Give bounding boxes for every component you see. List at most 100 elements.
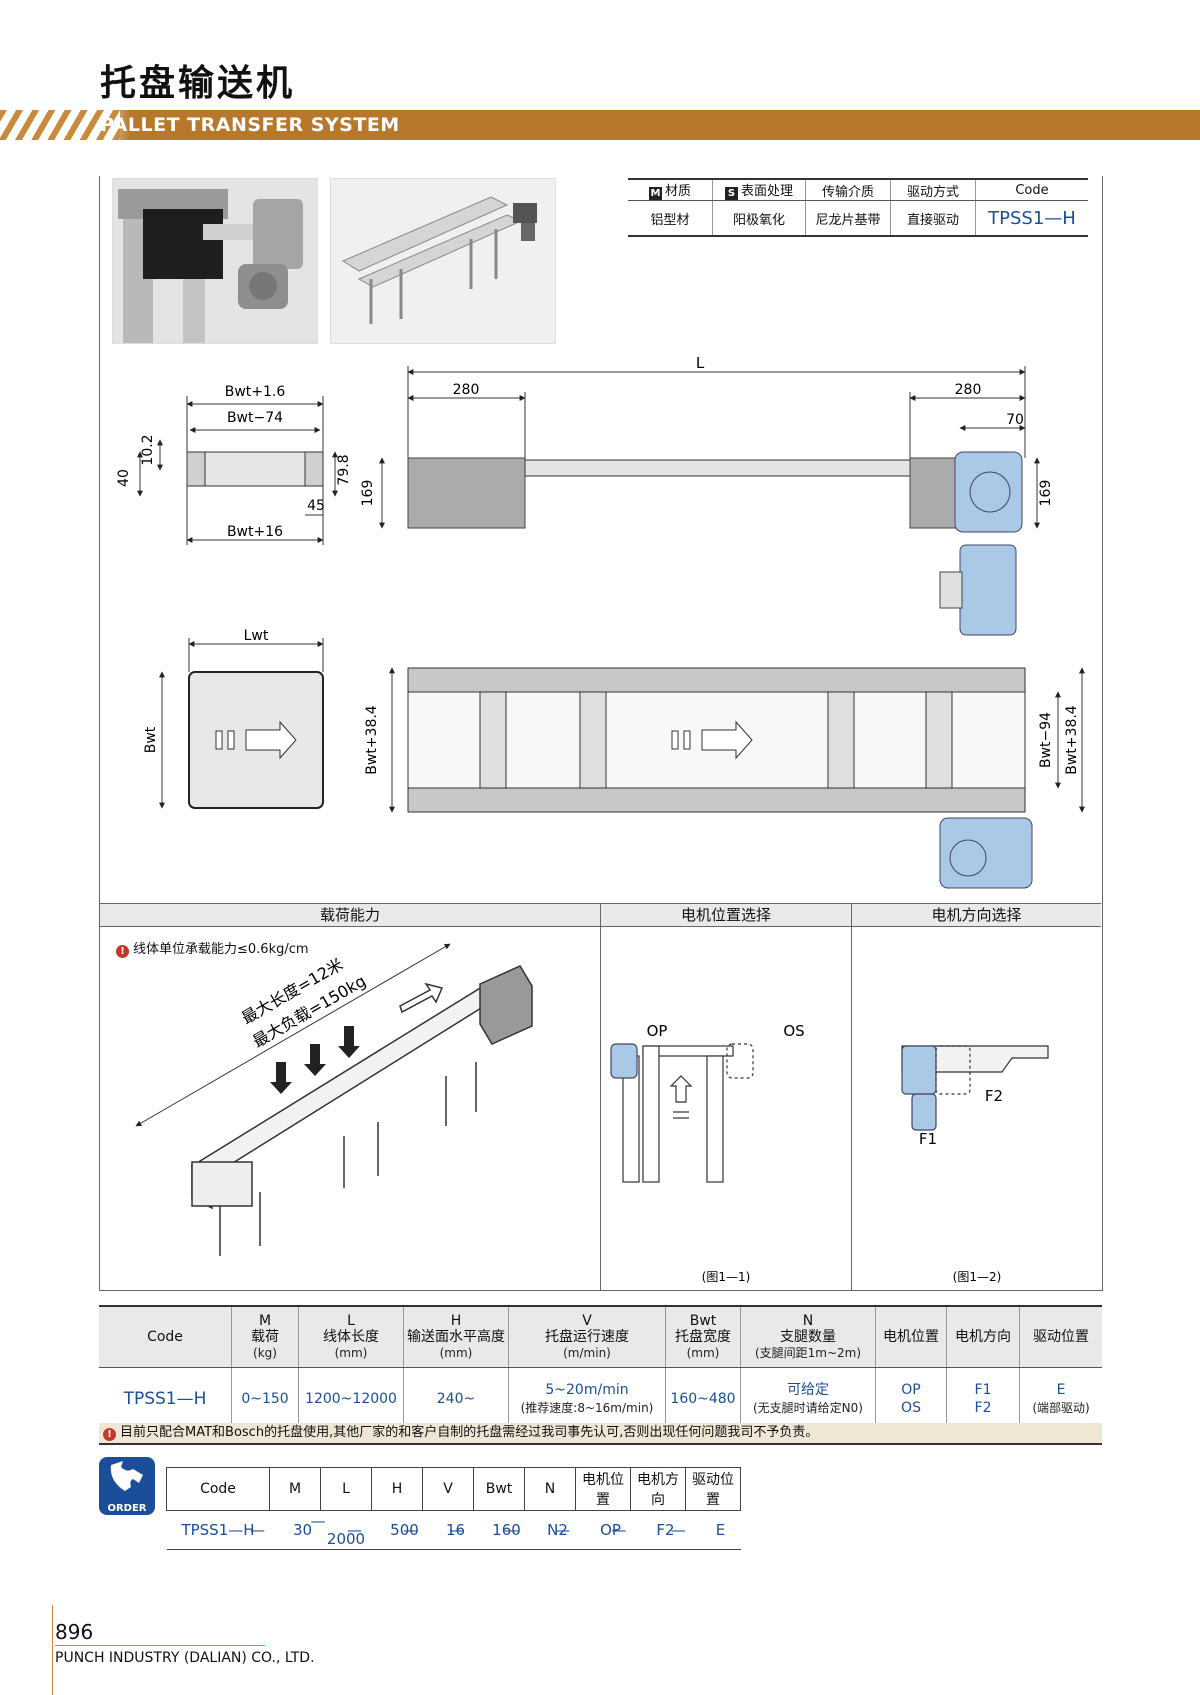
order-header-7: 电机位置 [575,1467,631,1511]
dim-bwt-38-4-right: Bwt+38.4 [1064,705,1080,775]
dim-bwt-74: Bwt−74 [227,410,283,426]
order-header-8: 电机方向 [630,1467,686,1511]
spec-value-material: 铝型材 [628,200,713,237]
company-name: PUNCH INDUSTRY (DALIAN) CO., LTD. [55,1650,315,1666]
warning-icon: ! [103,1428,116,1441]
photo-motor-closeup [112,178,318,344]
main-header-7: 电机位置 [875,1305,947,1368]
dim-bwt-94: Bwt−94 [1038,712,1054,768]
row-l: 1200~12000 [298,1367,404,1432]
motor-f1-label: F1 [919,1130,937,1148]
section-motor-pos-header: 电机位置选择 [601,903,851,927]
order-header-1: M [269,1467,321,1511]
dim-79-8: 79.8 [336,454,352,485]
page-number: 896 [55,1620,94,1644]
order-value-1: —30 [250,1510,321,1550]
main-header-9: 驱动位置 [1019,1305,1102,1368]
order-header-2: L [320,1467,372,1511]
row-bwt: 160~480 [665,1367,741,1432]
motor-position-diagram: OP OS (图1—1) [610,1022,805,1284]
main-header-0: Code [99,1305,232,1368]
row-v: 5~20m/min(推荐速度:8~16m/min) [508,1367,666,1432]
motor-op-label: OP [647,1022,668,1040]
page-subtitle: PALLET TRANSFER SYSTEM [100,114,400,136]
dim-280-left: 280 [453,382,480,398]
divider [851,903,852,1290]
technical-drawings: Bwt+1.6 Bwt−74 Bwt+16 40 10.2 79.8 45 L … [116,354,1085,889]
dim-bwt-16: Bwt+16 [227,524,283,540]
row-code: TPSS1—H [99,1367,232,1432]
dim-bwt: Bwt [143,726,159,753]
spec-value-surface: 阳极氧化 [712,200,806,237]
order-header-0: Code [166,1467,270,1511]
order-header-9: 驱动位置 [685,1467,741,1511]
order-value-7: —OP [555,1510,631,1550]
order-value-4: —16 [403,1510,474,1550]
dim-169-right: 169 [1038,480,1054,507]
disclaimer-note: !目前只配合MAT和Bosch的托盘使用,其他厂家的和客户自制的托盘需经过我司事… [99,1423,1102,1445]
dim-10-2: 10.2 [140,434,156,465]
spec-header-drive: 驱动方式 [890,178,976,201]
dim-45: 45 [307,498,325,514]
header-stripes [0,110,120,140]
surface-icon: S [724,187,738,200]
dim-169-left: 169 [360,480,376,507]
dim-40: 40 [116,469,132,487]
dim-L: L [696,354,705,372]
dim-lwt: Lwt [244,628,269,644]
divider [600,903,601,1290]
motor-f2-label: F2 [985,1087,1003,1105]
spec-value-code: TPSS1—H [975,200,1088,237]
order-header-5: Bwt [473,1467,525,1511]
photo-conveyor-overview [330,178,556,344]
order-header-4: V [422,1467,474,1511]
spec-header-code: Code [975,178,1088,201]
content-frame [99,176,1103,1291]
main-header-8: 电机方向 [946,1305,1020,1368]
material-icon: M [648,187,662,200]
dim-70: 70 [1006,412,1024,428]
dim-280-right: 280 [955,382,982,398]
dim-bwt-1-6: Bwt+1.6 [225,384,286,400]
order-value-5: —160 [449,1510,525,1550]
row-h: 240~ [403,1367,509,1432]
footer-line [52,1605,53,1695]
figure-caption-2: (图1—2) [953,1270,1002,1284]
section-motor-dir-header: 电机方向选择 [852,903,1101,927]
order-icon: ORDER [99,1457,155,1515]
order-header-3: H [371,1467,423,1511]
order-header-6: N [524,1467,576,1511]
row-m: 0~150 [231,1367,299,1432]
order-value-6: —N2 [504,1510,576,1550]
motor-os-label: OS [783,1022,804,1040]
row-drive: E(端部驱动) [1019,1367,1102,1432]
header-bar [0,110,1200,140]
footer-line [55,1645,265,1646]
figure-caption-1: (图1—1) [702,1270,751,1284]
spec-value-medium: 尼龙片基带 [805,200,891,237]
warning-icon: ! [116,945,129,958]
order-value-2: —2000 [311,1510,372,1550]
order-value-0: TPSS1—H [166,1510,270,1550]
order-value-9: —E [671,1510,741,1550]
spec-header-medium: 传输介质 [805,178,891,201]
dim-bwt-38-4-left: Bwt+38.4 [364,705,380,775]
order-value-8: —F2 [611,1510,686,1550]
motor-direction-diagram: F2 F1 (图1—2) [901,1045,1049,1284]
spec-value-drive: 直接驱动 [890,200,976,237]
section-load-header: 载荷能力 [100,903,600,927]
load-diagram: 最大长度=12米 最大负载=150kg [135,943,533,1256]
order-value-3: —500 [347,1510,423,1550]
